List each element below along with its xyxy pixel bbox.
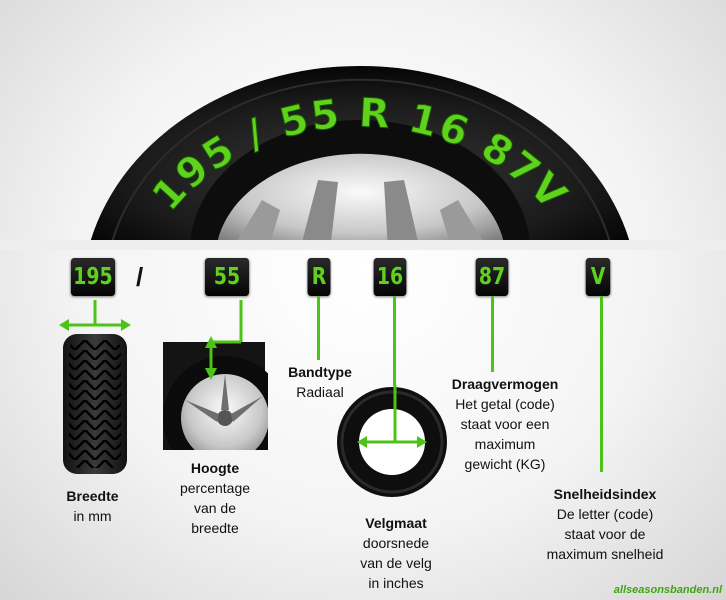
badge-width: 195 xyxy=(70,258,116,296)
tire-arc-illustration: 195 / 55 R 16 87V xyxy=(0,66,726,250)
caption-load: Draagvermogen Het getal (code) staat voo… xyxy=(430,374,580,474)
caption-load-title: Draagvermogen xyxy=(451,376,559,392)
badge-load: 87 xyxy=(475,258,509,296)
caption-height-line: van de xyxy=(193,500,237,516)
caption-speed-line: De letter (code) xyxy=(556,506,654,522)
caption-height-line: breedte xyxy=(191,520,239,536)
load-pointer-line xyxy=(491,296,494,372)
rim-size-tire-image xyxy=(337,385,447,497)
caption-rim-line: in inches xyxy=(368,575,424,591)
slash-separator: / xyxy=(136,262,144,292)
caption-height-line: percentage xyxy=(179,480,251,496)
caption-load-line: staat voor een xyxy=(460,416,550,432)
caption-width-line: in mm xyxy=(73,508,112,524)
caption-type: Bandtype Radiaal xyxy=(270,362,370,402)
caption-type-title: Bandtype xyxy=(288,364,352,380)
type-pointer-line xyxy=(317,296,320,360)
badge-type: R xyxy=(307,258,331,296)
caption-width: Breedte in mm xyxy=(45,486,140,526)
caption-rim-line: doorsnede xyxy=(362,535,430,551)
caption-width-title: Breedte xyxy=(66,488,119,504)
speed-pointer-line xyxy=(600,296,603,472)
caption-speed-line: maximum snelheid xyxy=(546,546,664,562)
caption-speed-line: staat voor de xyxy=(564,526,646,542)
caption-type-line: Radiaal xyxy=(296,384,344,400)
tread-tire-image xyxy=(59,300,131,474)
site-watermark: allseasonsbanden.nl xyxy=(613,584,722,596)
badge-speed: V xyxy=(585,258,611,296)
caption-rim-line: van de velg xyxy=(360,555,432,571)
caption-speed-title: Snelheidsindex xyxy=(553,486,657,502)
badge-rim: 16 xyxy=(373,258,407,296)
caption-rim: Velgmaat doorsnede van de velg in inches xyxy=(336,513,456,593)
caption-rim-title: Velgmaat xyxy=(365,515,427,531)
caption-load-line: gewicht (KG) xyxy=(464,456,546,472)
caption-load-line: maximum xyxy=(474,436,536,452)
badge-height: 55 xyxy=(204,258,250,296)
rim-pointer-line xyxy=(393,296,396,386)
caption-speed: Snelheidsindex De letter (code) staat vo… xyxy=(525,484,685,564)
caption-height: Hoogte percentage van de breedte xyxy=(160,458,270,538)
caption-height-title: Hoogte xyxy=(190,460,240,476)
caption-load-line: Het getal (code) xyxy=(455,396,555,412)
sidewall-tire-image xyxy=(163,300,268,450)
